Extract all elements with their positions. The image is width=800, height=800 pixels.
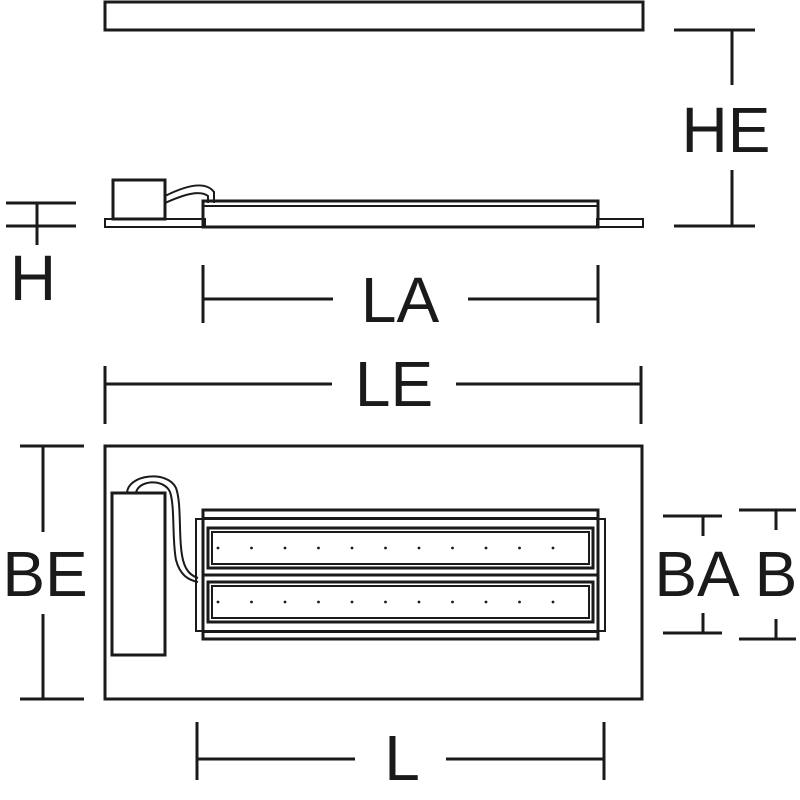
luminaire-body-side <box>201 199 600 229</box>
cable-top <box>126 475 199 579</box>
dimension-la: LA <box>201 264 600 336</box>
led-dot <box>417 600 421 604</box>
ceiling-cutout <box>103 444 644 701</box>
dimension-l: L <box>195 722 606 794</box>
dimension-h: H <box>6 201 76 314</box>
led-dot <box>451 600 454 604</box>
led-dot <box>551 600 555 604</box>
led-dot <box>384 546 387 550</box>
label-b: B <box>755 538 798 610</box>
led-dot <box>551 546 555 550</box>
dimension-b: B <box>739 508 798 641</box>
label-ba: BA <box>654 538 740 610</box>
led-dot <box>250 546 253 550</box>
driver-box-top <box>110 491 167 657</box>
led-dot <box>283 600 287 604</box>
led-dots <box>216 546 555 604</box>
ceiling-panel-right <box>596 218 644 228</box>
label-h: H <box>10 242 56 314</box>
dimension-be: BE <box>2 444 88 701</box>
led-dot <box>484 600 488 604</box>
led-dot <box>250 600 253 604</box>
side-view <box>103 0 645 229</box>
led-dot <box>283 546 287 550</box>
led-dot <box>417 546 421 550</box>
led-dot <box>350 546 354 550</box>
led-strip-upper <box>206 526 595 570</box>
label-l: L <box>384 722 420 794</box>
label-la: LA <box>361 264 440 336</box>
led-dot <box>216 546 220 550</box>
led-dot <box>216 600 220 604</box>
led-dot <box>451 546 454 550</box>
dimension-he: HE <box>674 28 771 228</box>
led-strip-lower <box>206 580 595 624</box>
label-be: BE <box>2 538 87 610</box>
label-le: LE <box>355 348 433 420</box>
top-view <box>103 444 644 701</box>
driver-box-side <box>111 178 167 221</box>
led-dot <box>384 600 387 604</box>
led-dot <box>518 600 521 604</box>
led-dot <box>317 546 320 550</box>
led-dot <box>518 546 521 550</box>
ceiling-slab <box>103 0 645 32</box>
led-dot <box>350 600 354 604</box>
cable-side <box>164 184 215 203</box>
led-dot <box>484 546 488 550</box>
led-dot <box>317 600 320 604</box>
label-he: HE <box>682 94 771 166</box>
dimension-ba: BA <box>654 514 740 635</box>
dimension-le: LE <box>103 348 643 424</box>
